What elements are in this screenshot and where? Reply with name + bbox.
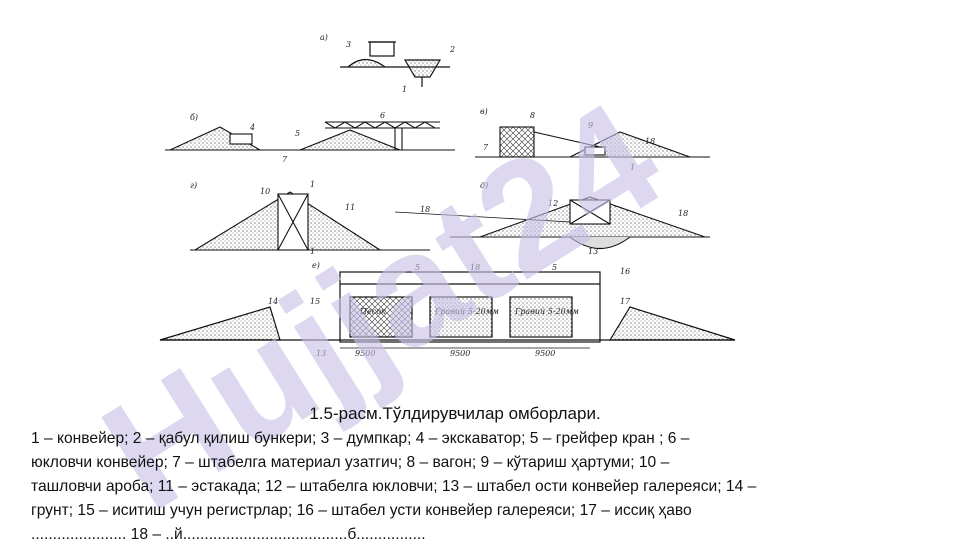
storage-schemes-figure: а) 3 2 1 б): [150, 22, 740, 362]
figure-caption: 1.5-расм.Тўлдирувчилар омборлари.: [309, 404, 601, 423]
label-gravel-2: Гравий 5-20мм: [514, 307, 579, 316]
callout-16: 16: [620, 267, 630, 276]
panel-v-wagon-lift: в) 7 8 9 18 1: [475, 107, 710, 172]
callout-5-b: 5: [295, 129, 300, 138]
callout-13-d: 13: [588, 247, 598, 256]
callout-8: 8: [530, 111, 535, 120]
panel-label-b: б): [190, 113, 198, 122]
callout-1-a: 1: [402, 85, 407, 94]
callout-6: 6: [380, 111, 385, 120]
legend-line-1: 1 – конвейер; 2 – қабул қилиш бункери; 3…: [31, 430, 690, 447]
callout-9: 9: [588, 121, 593, 130]
label-gravel-1: Гравий 5-20мм: [434, 307, 499, 316]
legend-line-2: юкловчи конвейер; 7 – штабелга материал …: [31, 454, 670, 471]
panel-label-g: г): [190, 181, 197, 190]
panel-label-v: в): [480, 107, 488, 116]
callout-15: 15: [310, 297, 320, 306]
callout-14: 14: [268, 297, 278, 306]
figure-legend: 1 – конвейер; 2 – қабул қилиш бункери; 3…: [31, 427, 951, 540]
callout-18-d: 18: [420, 205, 430, 214]
panel-a-dumpcar-hopper: а) 3 2 1: [320, 33, 455, 94]
dimension-2: 9500: [450, 349, 470, 358]
callout-7-v: 7: [483, 143, 489, 152]
callout-5-e1: 5: [415, 263, 420, 272]
legend-line-4: грунт; 15 – иситиш учун регистрлар; 16 –…: [31, 502, 692, 519]
callout-17: 17: [620, 297, 631, 306]
callout-2: 2: [449, 45, 455, 54]
callout-10: 10: [260, 187, 270, 196]
callout-11: 11: [345, 203, 355, 212]
callout-1-g-top: 1: [310, 180, 315, 189]
dimension-1: 9500: [355, 349, 375, 358]
panel-label-e: е): [312, 261, 320, 270]
panel-e-galleries: е) Песок Гравий 5-20мм Гравий 5-20мм 950…: [159, 261, 736, 358]
panel-g-trestle: г) 10 1 11 1: [190, 180, 430, 256]
callout-18-v: 18: [645, 137, 655, 146]
panel-label-d: д): [480, 181, 488, 190]
callout-5-e2: 5: [552, 263, 557, 272]
panel-b-excavator-crane: б) 4 5 6 7: [165, 111, 455, 164]
callout-1-g: 1: [310, 247, 315, 256]
legend-line-3: ташловчи ароба; 11 – эстакада; 12 – штаб…: [31, 478, 757, 495]
figure-drawing: а) 3 2 1 б): [159, 33, 736, 358]
panel-d-stacker: д) 18 12 18 13: [394, 181, 710, 256]
label-pesok: Песок: [359, 307, 386, 316]
callout-12: 12: [548, 199, 558, 208]
panel-label-a: а): [320, 33, 328, 42]
callout-1-v: 1: [630, 163, 635, 172]
callout-18-e: 18: [470, 263, 480, 272]
callout-7-b: 7: [282, 155, 288, 164]
callout-4: 4: [249, 123, 255, 132]
callout-18-d2: 18: [678, 209, 688, 218]
callout-13-e: 13: [316, 349, 326, 358]
callout-3: 3: [346, 40, 351, 49]
legend-line-5: ...................... 18 – ..й.........…: [31, 526, 426, 540]
dimension-3: 9500: [535, 349, 555, 358]
